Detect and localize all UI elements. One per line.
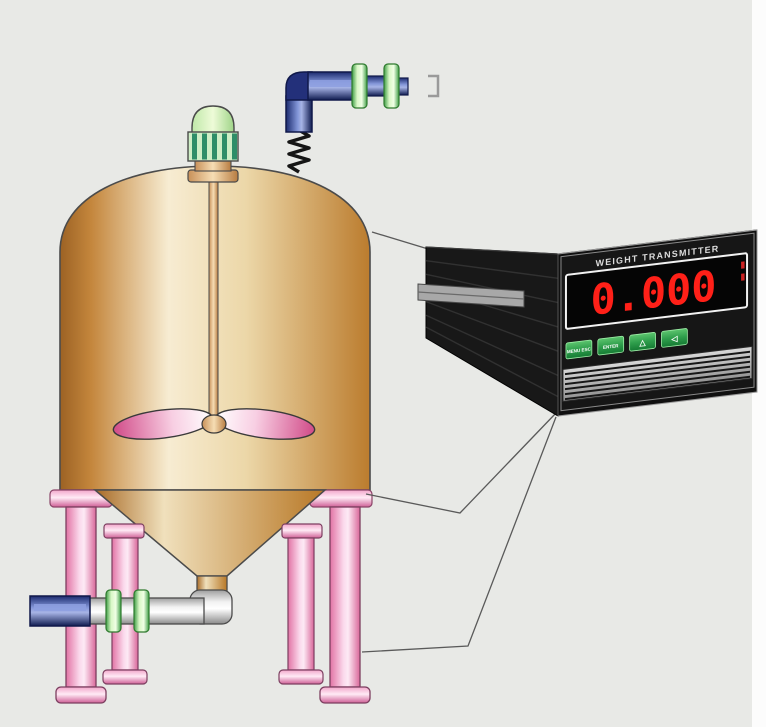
cable-bottom xyxy=(361,416,557,653)
enter-button xyxy=(597,335,625,356)
status-led-1 xyxy=(741,261,745,269)
status-led-2 xyxy=(741,273,745,281)
support-legs xyxy=(55,506,371,704)
pipe-spool xyxy=(365,75,387,97)
pipe-highlight xyxy=(34,604,86,611)
inlet-pipe xyxy=(285,63,440,174)
menu-button xyxy=(565,339,593,360)
pipe-highlight xyxy=(310,80,352,87)
motor-mount-flange xyxy=(187,169,239,183)
foot-inner-left xyxy=(102,669,148,685)
mixing-tank-illustration xyxy=(29,63,440,704)
vent-grille xyxy=(562,345,753,402)
clamp-groove xyxy=(417,291,525,300)
leg-outer-right xyxy=(329,506,361,688)
cable-mid xyxy=(365,412,557,514)
led-display-window xyxy=(564,252,749,330)
motor-cap xyxy=(191,105,235,134)
left-button xyxy=(661,328,688,348)
pipe-vertical-blue xyxy=(285,95,313,133)
leg-plate-inner-left xyxy=(103,523,145,539)
impeller-hub xyxy=(201,414,227,434)
up-button xyxy=(629,332,656,352)
flexible-bellows xyxy=(287,128,311,174)
leg-inner-right xyxy=(287,537,315,671)
menu-button-label: MENU ESC xyxy=(567,346,592,354)
front-panel-content: WEIGHT TRANSMITTER 0.000 MENU ESC ENTER … xyxy=(560,232,755,412)
flange-ring-green xyxy=(351,63,368,109)
foot-outer-right xyxy=(319,686,371,704)
left-arrow-icon: ◁ xyxy=(670,334,678,344)
right-margin-strip xyxy=(752,0,766,727)
keypad: MENU ESC ENTER △ ◁ xyxy=(565,328,688,360)
motor-cooling-fins xyxy=(192,133,237,160)
discharge-pipe xyxy=(29,575,233,633)
agitator-shaft xyxy=(208,179,219,431)
leg-plate-inner-right xyxy=(281,523,323,539)
foot-inner-right xyxy=(278,669,324,685)
flange-ring-green xyxy=(105,589,122,633)
weight-transmitter-device: WEIGHT TRANSMITTER 0.000 MENU ESC ENTER … xyxy=(417,229,758,417)
pipe-break-bracket xyxy=(428,74,440,98)
flange-ring-green xyxy=(133,589,150,633)
up-arrow-icon: △ xyxy=(639,338,647,348)
agitator-assembly xyxy=(112,105,316,440)
enter-button-label: ENTER xyxy=(603,343,619,350)
flange-ring-green xyxy=(383,63,400,109)
foot-outer-left xyxy=(55,686,107,704)
